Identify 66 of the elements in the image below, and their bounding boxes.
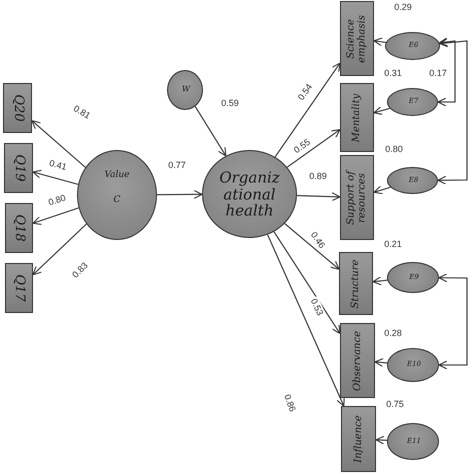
variable-box (340, 155, 374, 240)
node-label: Science emphasis (346, 14, 368, 64)
variable-box (4, 143, 33, 193)
error-ellipse (387, 348, 439, 382)
node-label: W (180, 86, 192, 94)
edge-label: 0.89 (308, 171, 328, 181)
arrow (32, 224, 87, 276)
arrow (32, 170, 78, 185)
node-label: Support of resources (346, 168, 368, 226)
edge-label: 0.86 (282, 392, 298, 414)
arrow (373, 106, 390, 115)
node-label: Structure (350, 258, 362, 310)
node-label: Observance (352, 330, 363, 392)
node-label: Organiz ational health (218, 169, 280, 219)
coefficient-label: 0.31 (383, 68, 403, 78)
arrow (286, 129, 341, 168)
arrow (31, 120, 86, 168)
arrow (372, 276, 388, 286)
node-label: Value (103, 170, 131, 181)
error-ellipse (387, 423, 439, 460)
error-ellipse (387, 262, 439, 293)
arrow (32, 207, 79, 226)
node-label: Q18 (12, 213, 26, 244)
edge-label: 0.53 (308, 296, 326, 318)
variable-box (341, 406, 376, 472)
variable-box (5, 263, 33, 313)
coefficient-label: 0.29 (393, 2, 413, 12)
node-label: Influence (353, 414, 364, 465)
arrow (373, 37, 386, 46)
arrow (194, 106, 226, 156)
arrow (274, 231, 341, 334)
node-label: Q20 (10, 93, 24, 124)
coefficient-label: 0.75 (385, 399, 405, 409)
arrow (437, 37, 456, 107)
arrow (274, 62, 341, 158)
node-label: Mentality (352, 92, 362, 144)
arrow (437, 38, 468, 185)
arrow (438, 273, 468, 370)
node-label: Q19 (12, 153, 26, 184)
node-label: C (112, 196, 122, 206)
variable-box (339, 252, 373, 315)
arrow (373, 186, 391, 194)
error-ellipse (385, 32, 440, 60)
edge-label: 0.83 (70, 260, 90, 280)
coefficient-label: 0.28 (383, 328, 403, 338)
arrow (284, 223, 340, 270)
variable-box (340, 83, 374, 152)
error-ellipse (167, 70, 203, 110)
coefficient-label: 0.59 (220, 98, 240, 108)
arrow (157, 190, 203, 199)
error-ellipse (387, 167, 438, 194)
edge-label: 0.77 (167, 160, 187, 170)
variable-box (5, 203, 33, 253)
arrow (296, 192, 341, 202)
variable-box (340, 323, 375, 398)
coefficient-label: 0.17 (428, 68, 448, 78)
arrow (374, 358, 388, 368)
variable-box (3, 83, 32, 133)
variable-box (340, 1, 374, 76)
arrow (267, 234, 345, 407)
error-ellipse (387, 88, 438, 116)
node-label: Q17 (12, 273, 26, 304)
coefficient-label: 0.80 (384, 144, 404, 154)
coefficient-label: 0.21 (383, 239, 403, 249)
edge-label: 0.80 (46, 192, 68, 208)
arrow (375, 436, 388, 445)
